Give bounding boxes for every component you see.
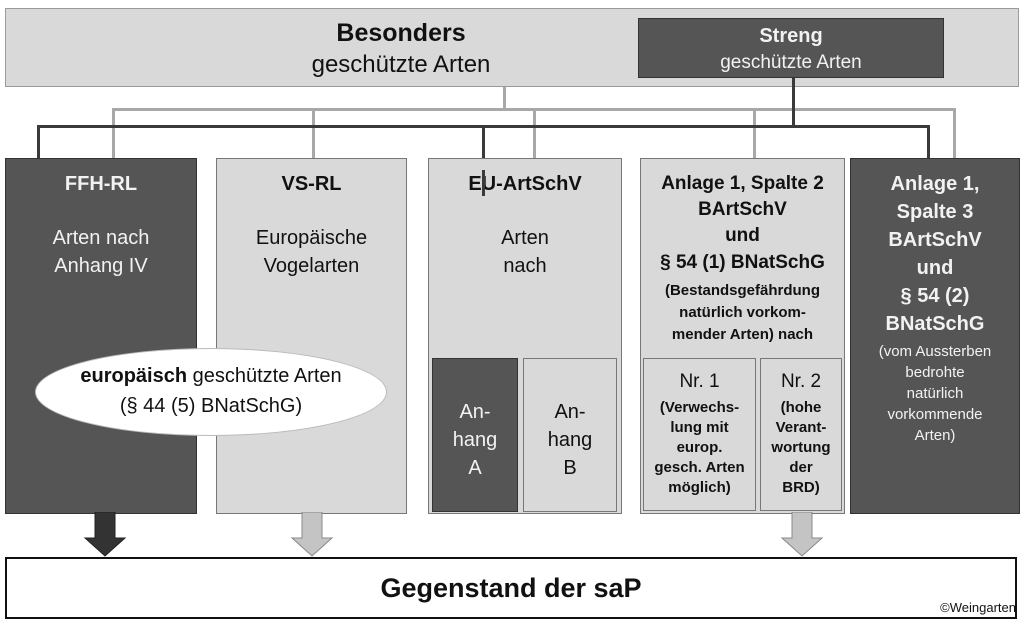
- vs-rl-title: VS-RL: [281, 173, 342, 195]
- anlage-spalte3-title: Spalte 3: [896, 201, 974, 223]
- vs-rl-text: Europäische: [255, 227, 368, 249]
- nr1-note: lung mit: [670, 419, 729, 436]
- connector-line: [112, 108, 115, 158]
- nr2-note: wortung: [771, 439, 831, 456]
- anlage-spalte2-title: BArtSchV: [698, 199, 787, 220]
- anlage-spalte3-title: BArtSchV: [888, 229, 982, 251]
- anlage-spalte2-note: mender Arten) nach: [671, 326, 814, 343]
- nr2-note: Verant-: [775, 419, 827, 436]
- anlage-spalte2-title: und: [725, 225, 760, 246]
- nr1-box: Nr. 1 (Verwechs- lung mit europ. gesch. …: [643, 358, 756, 511]
- nr1-label: Nr. 1: [679, 371, 720, 392]
- anhang-b-box: An- hang B: [523, 358, 617, 512]
- europaeisch-ellipse-line2: (§ 44 (5) BNatSchG): [119, 395, 303, 417]
- nr1-note: gesch. Arten: [654, 459, 745, 476]
- nr2-note: BRD): [782, 479, 820, 496]
- nr2-box: Nr. 2 (hohe Verant- wortung der BRD): [760, 358, 842, 511]
- anhang-b-text: An-: [554, 401, 586, 423]
- anlage-spalte2-title: Anlage 1, Spalte 2: [661, 173, 824, 194]
- gegenstand-title: Gegenstand der saP: [380, 573, 642, 603]
- connector-line: [753, 108, 756, 158]
- anlage-spalte3-note: Arten): [914, 427, 956, 444]
- anhang-a-text: A: [468, 457, 482, 479]
- anlage-spalte3-box: Anlage 1, Spalte 3 BArtSchV und § 54 (2)…: [850, 158, 1020, 514]
- anlage-spalte3-note: (vom Aussterben: [878, 343, 992, 360]
- eu-artschv-text: nach: [503, 255, 547, 277]
- eu-artschv-text: Arten: [501, 227, 549, 249]
- anlage-spalte2-note: natürlich vorkom-: [679, 304, 806, 321]
- nr2-note: (hohe: [780, 399, 822, 416]
- vs-rl-box: VS-RL Europäische Vogelarten: [216, 158, 407, 514]
- anlage-spalte3-note: bedrohte: [905, 364, 965, 381]
- ffh-rl-title: FFH-RL: [64, 173, 138, 195]
- streng-subtitle: geschützte Arten: [720, 52, 862, 73]
- connector-line: [953, 108, 956, 158]
- streng-title: Streng: [759, 25, 823, 47]
- europaeisch-ellipse: europäisch geschützte Arten (§ 44 (5) BN…: [35, 348, 387, 436]
- eu-artschv-title-overlay: [482, 170, 485, 196]
- eu-artschv-title: EU-ArtSchV: [468, 173, 582, 195]
- streng-connector-line: [927, 125, 930, 158]
- anlage-spalte3-title: Anlage 1,: [890, 173, 980, 195]
- anlage-spalte3-note: vorkommende: [887, 406, 983, 423]
- vs-rl-text: Vogelarten: [263, 255, 360, 277]
- anlage-spalte3-note: natürlich: [906, 385, 964, 402]
- streng-connector-line: [792, 78, 795, 127]
- anhang-b-text: B: [563, 457, 577, 479]
- nr1-note: (Verwechs-: [659, 399, 740, 416]
- connector-line: [533, 108, 536, 158]
- anlage-spalte3-title: und: [916, 257, 954, 279]
- arrow-down-light: [780, 512, 824, 557]
- nr2-label: Nr. 2: [780, 371, 822, 392]
- nr1-note: möglich): [668, 479, 731, 496]
- europaeisch-bold: europäisch: [80, 365, 188, 387]
- nr1-note: europ.: [676, 439, 723, 456]
- gegenstand-box: Gegenstand der saP: [5, 557, 1017, 619]
- copyright-credit: ©Weingarten: [940, 600, 1016, 615]
- anhang-a-box: An- hang A: [432, 358, 518, 512]
- anhang-b-text: hang: [547, 429, 593, 451]
- anhang-a-text: hang: [452, 429, 498, 451]
- anlage-spalte3-title: BNatSchG: [885, 313, 985, 335]
- ffh-rl-text: Arten nach: [52, 227, 150, 249]
- besonders-subtitle: geschützte Arten: [311, 51, 491, 78]
- anlage-spalte3-title: § 54 (2): [900, 285, 970, 307]
- besonders-title: Besonders: [336, 19, 466, 47]
- ffh-rl-box: FFH-RL Arten nach Anhang IV: [5, 158, 197, 514]
- streng-box: Streng geschützte Arten: [638, 18, 944, 78]
- connector-line: [312, 108, 315, 158]
- connector-line: [503, 87, 506, 109]
- streng-connector-line: [37, 125, 40, 158]
- europaeisch-rest: geschützte Arten: [187, 365, 342, 387]
- arrow-down-dark: [83, 512, 127, 557]
- anlage-spalte2-note: (Bestandsgefährdung: [664, 282, 820, 299]
- nr2-note: der: [789, 459, 813, 476]
- europaeisch-ellipse-line1: europäisch geschützte Arten: [36, 365, 386, 388]
- anlage-spalte2-title: § 54 (1) BNatSchG: [660, 252, 825, 273]
- ffh-rl-text: Anhang IV: [54, 255, 148, 277]
- arrow-down-light: [290, 512, 334, 557]
- anhang-a-text: An-: [459, 401, 491, 423]
